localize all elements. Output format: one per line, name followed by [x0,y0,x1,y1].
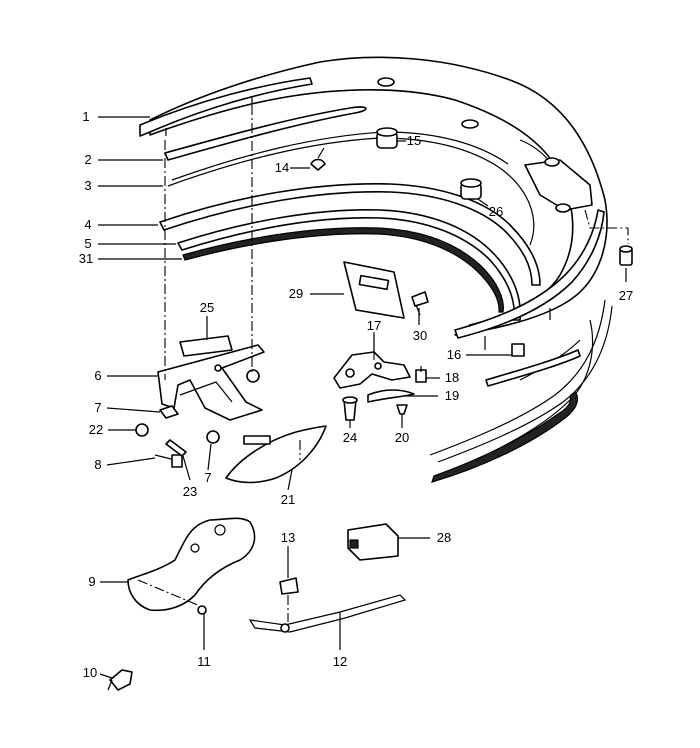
callout-27: 27 [619,288,633,303]
top-cover [149,56,608,336]
bumper-15 [376,127,398,149]
bolt-18 [415,366,427,383]
side-seals [429,209,613,483]
callout-5: 5 [84,236,91,251]
callout-25: 25 [200,300,214,315]
callout-4: 4 [84,217,91,232]
seal-31 [182,227,504,313]
callout-13: 13 [281,530,295,545]
seal-strip-2 [164,106,367,161]
grommet-24 [342,396,358,421]
bolt-8 [154,454,183,468]
bumper-26 [460,178,482,200]
callout-16: 16 [447,347,461,362]
callout-3: 3 [84,178,91,193]
callout-29: 29 [289,286,303,301]
callout-1: 1 [82,109,89,124]
callout-23: 23 [183,484,197,499]
callout-18: 18 [445,370,459,385]
callout-21: 21 [281,492,295,507]
callout-leaders [98,116,627,679]
relay-28 [347,523,399,561]
callout-labels: 1 2 3 4 5 31 14 15 26 27 29 30 17 16 18 … [79,109,633,680]
callout-30: 30 [413,328,427,343]
hinge-17 [333,351,411,389]
cable-12 [248,594,407,633]
bracket-9 [127,517,256,612]
plate-29 [343,261,405,319]
callout-19: 19 [445,388,459,403]
nut-7-lower [206,430,220,444]
callout-22: 22 [89,422,103,437]
callout-7-lower: 7 [204,470,211,485]
strip-16 [485,343,581,387]
nut-22 [135,423,149,437]
seal-4 [159,183,541,286]
front-strip [139,77,313,137]
callout-9: 9 [88,574,95,589]
clip-20 [396,404,408,415]
screw-14 [310,147,326,171]
callout-24: 24 [343,430,357,445]
callout-17: 17 [367,318,381,333]
callout-15: 15 [407,133,421,148]
bolt-30 [411,291,429,316]
cover-21 [225,425,327,484]
callout-6: 6 [94,368,101,383]
washer-19 [367,389,415,403]
callout-8: 8 [94,457,101,472]
callout-10: 10 [83,665,97,680]
callout-14: 14 [275,160,289,175]
nut-7-upper [159,405,179,419]
callout-2: 2 [84,152,91,167]
pad-25 [179,335,233,357]
callout-20: 20 [395,430,409,445]
nut-dark [246,369,260,383]
callout-12: 12 [333,654,347,669]
clip-13 [279,577,299,595]
callout-7-upper: 7 [94,400,101,415]
callout-11: 11 [197,654,211,669]
clip-11 [197,605,207,615]
clip-10 [107,669,133,691]
callout-28: 28 [437,530,451,545]
callout-31: 31 [79,251,93,266]
bolt-23 [165,439,187,457]
reference-lines [137,105,629,622]
callout-26: 26 [489,204,503,219]
nut-27 [619,245,633,266]
